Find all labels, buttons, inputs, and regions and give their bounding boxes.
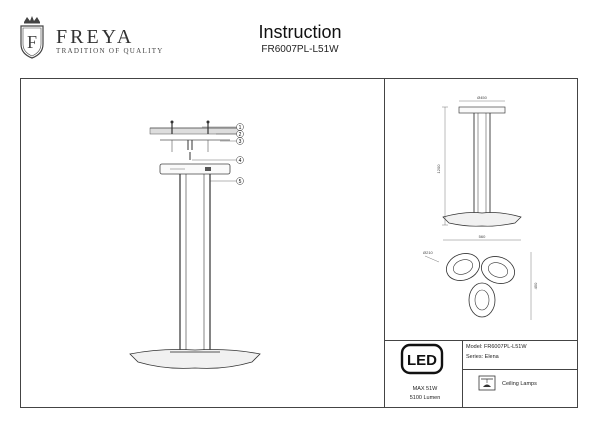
max-power: MAX 51W — [412, 386, 438, 392]
category-label: Ceiling Lamps — [502, 381, 537, 387]
top-view-drawing: 560 Ø210 450 — [423, 234, 538, 320]
model-number: FR6007PL-L51W — [261, 44, 339, 55]
dim-depth: 450 — [533, 282, 538, 289]
led-label: LED — [407, 352, 437, 369]
brand-tagline: TRADITION OF QUALITY — [56, 47, 164, 55]
callout-4: 4 — [239, 158, 242, 164]
info-divider — [462, 340, 463, 408]
info-row-divider — [462, 369, 578, 370]
dim-width: 560 — [479, 234, 486, 239]
model-label: Model: FR6007PL-L51W — [466, 344, 527, 350]
lumen-output: 5100 Lumen — [409, 395, 441, 401]
callout-3: 3 — [239, 139, 242, 145]
dim-top-diameter: Ø450 — [477, 95, 488, 100]
ceiling-lamp-icon — [478, 375, 496, 391]
callout-2: 2 — [239, 132, 242, 138]
side-view-drawing: Ø450 1200 — [436, 95, 522, 227]
callout-1: 1 — [239, 125, 242, 131]
frame-divider-horizontal — [384, 340, 578, 341]
drawing-frame — [20, 78, 578, 408]
frame-divider-vertical — [384, 78, 385, 408]
freya-logo-icon: F — [20, 16, 44, 59]
brand-name: FREYA — [56, 26, 135, 48]
dim-diagonal: Ø210 — [423, 250, 434, 255]
page-title: Instruction — [258, 22, 342, 42]
assembly-drawing: 1 2 3 4 5 — [129, 120, 261, 369]
series-label: Series: Elena — [466, 354, 499, 360]
led-icon: LED — [400, 343, 444, 375]
callout-5: 5 — [239, 179, 242, 185]
dim-height: 1200 — [436, 164, 441, 174]
svg-text:F: F — [27, 32, 37, 52]
